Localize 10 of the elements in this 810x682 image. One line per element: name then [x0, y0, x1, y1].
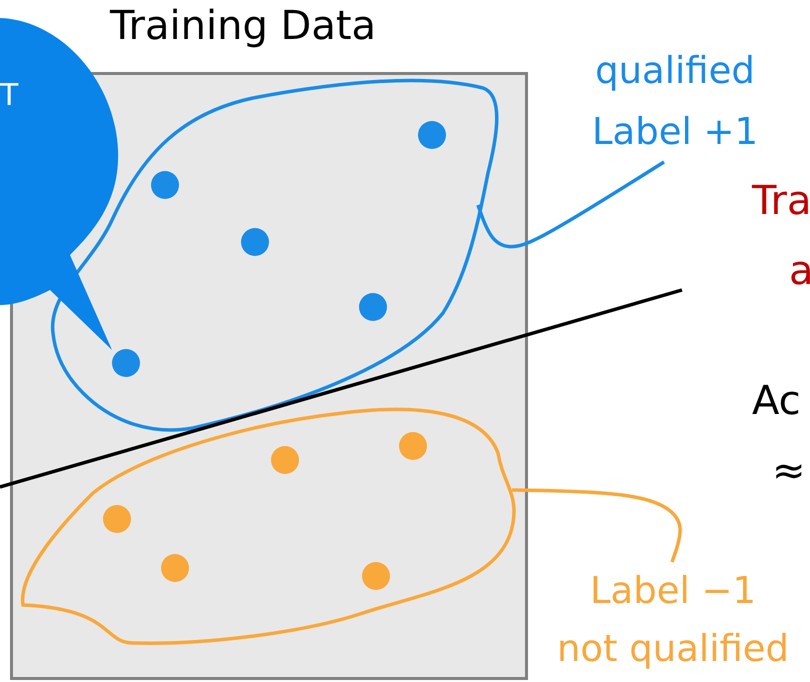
bubble-text: T: [0, 78, 18, 113]
leader-line: [476, 160, 665, 248]
annotation-text: Ac: [752, 378, 801, 424]
annotation-text: Tra: [752, 178, 810, 224]
math-symbol: ≈: [772, 448, 806, 494]
annotation-text: a: [789, 248, 810, 294]
leader-line: [512, 488, 682, 563]
class-label: qualified Label +1: [590, 48, 760, 155]
class-label: Label −1 not qualified: [556, 568, 790, 672]
box-title: Training Data: [110, 3, 376, 49]
